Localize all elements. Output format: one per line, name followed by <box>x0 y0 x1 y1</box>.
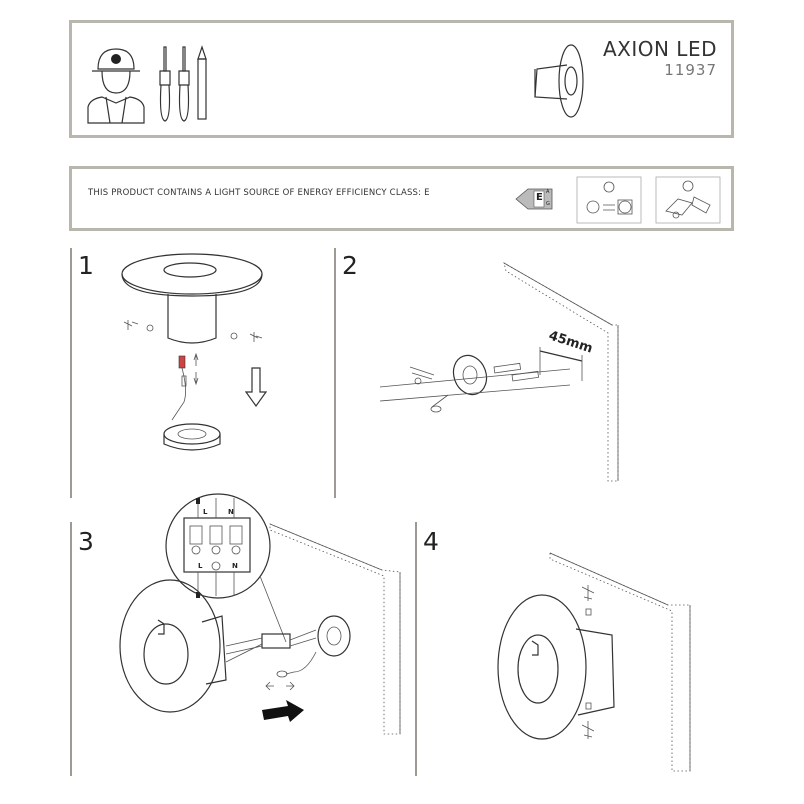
fixture-thumbnail <box>534 44 584 118</box>
step-2-divider <box>334 248 336 498</box>
terminal-top-right-label: N <box>228 508 234 516</box>
step-4-divider <box>415 522 417 776</box>
header-panel: AXION LED 11937 <box>69 20 734 138</box>
fixture-care-icon <box>655 176 721 224</box>
electrician-icon <box>87 48 145 124</box>
step-1-diagram <box>121 253 268 451</box>
step-3-divider <box>70 522 72 776</box>
step-4-diagram <box>497 552 691 772</box>
step-1-number: 1 <box>78 251 94 280</box>
energy-label-icon: E A G <box>514 186 554 212</box>
energy-scale-top: A <box>546 189 550 195</box>
step-4-number: 4 <box>423 527 439 556</box>
terminal-bottom-left-label: L <box>198 562 203 570</box>
step-3-diagram <box>119 493 401 735</box>
product-code: 11937 <box>664 61 717 79</box>
lamp-replace-icon <box>576 176 642 224</box>
terminal-top-left-label: L <box>203 508 208 516</box>
step-2-number: 2 <box>342 251 358 280</box>
screwdriver-pencil-icon <box>159 45 207 122</box>
energy-notice: THIS PRODUCT CONTAINS A LIGHT SOURCE OF … <box>88 188 430 198</box>
step-2-diagram <box>379 262 619 482</box>
terminal-bottom-right-label: N <box>232 562 238 570</box>
energy-panel: THIS PRODUCT CONTAINS A LIGHT SOURCE OF … <box>69 166 734 231</box>
energy-scale-bottom: G <box>546 201 550 207</box>
product-name: AXION LED <box>602 37 717 61</box>
step-3-number: 3 <box>78 527 94 556</box>
step-1-divider <box>70 248 72 498</box>
energy-class: E <box>536 192 543 203</box>
